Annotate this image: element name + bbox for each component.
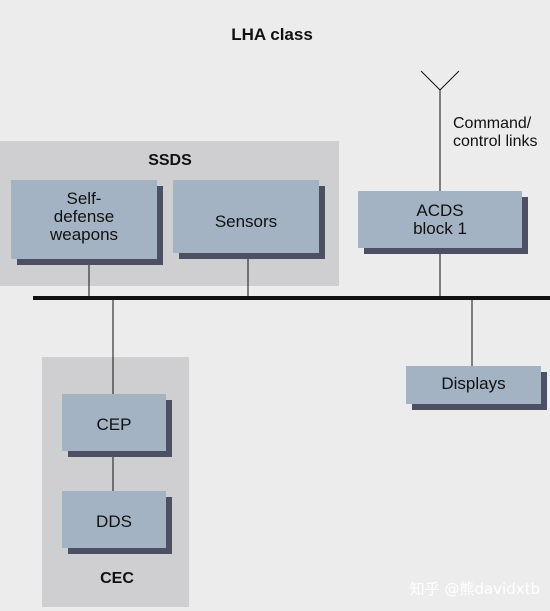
box-displays (406, 366, 547, 410)
watermark: 知乎 @熊davidxtb (409, 580, 540, 598)
box-sensors (173, 180, 325, 259)
cep-label: CEP (96, 415, 132, 434)
command-control-links-label: Command/ control links (453, 115, 538, 150)
displays-label: Displays (441, 374, 506, 393)
box-dds (62, 491, 172, 554)
dds-label: DDS (96, 512, 132, 531)
sensors-label: Sensors (214, 212, 278, 231)
acds-block-1-label: ACDS block 1 (413, 201, 467, 238)
ssds-group-label: SSDS (148, 152, 192, 169)
self-defense-weapons-label: Self- defense weapons (49, 189, 119, 244)
antenna-icon (420, 70, 460, 191)
box-acds-block-1 (358, 191, 528, 254)
diagram-title: LHA class (231, 25, 313, 44)
box-cep (62, 394, 172, 457)
cec-group-label: CEC (100, 570, 134, 587)
box-self-defense-weapons (11, 180, 163, 265)
